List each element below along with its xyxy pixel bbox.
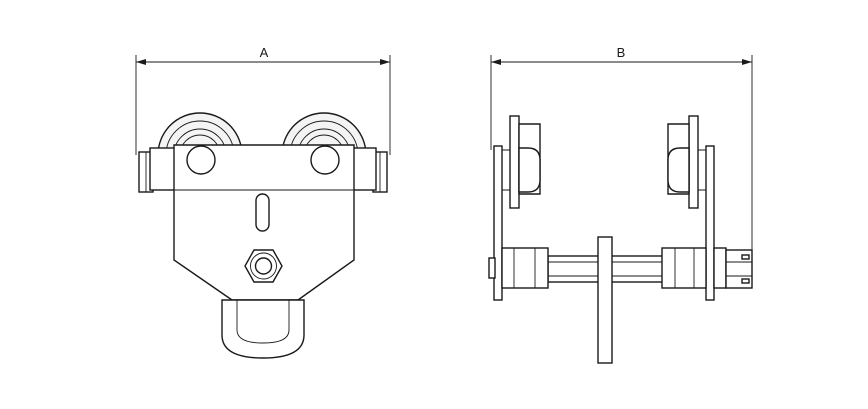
load-clevis [221, 299, 305, 359]
hex-nut [244, 249, 283, 283]
front-view: A [135, 45, 391, 359]
right-end-nut [713, 247, 753, 289]
adjust-slot [255, 193, 270, 232]
left-shaft-nut [488, 257, 496, 279]
right-wheel-side [667, 115, 706, 209]
dimension-a: A [135, 45, 391, 155]
dimension-b-label: B [617, 45, 626, 60]
center-load-bar [597, 236, 613, 364]
right-spacer [661, 247, 707, 289]
dimension-a-label: A [260, 45, 269, 60]
right-side-plate [705, 145, 715, 301]
left-side-plate [493, 145, 503, 301]
side-view: B [488, 45, 753, 364]
left-wheel-side [502, 115, 541, 209]
left-axle-hole [186, 145, 216, 175]
dimension-b: B [490, 45, 753, 252]
left-spacer [501, 247, 549, 289]
right-axle-hole [310, 145, 340, 175]
